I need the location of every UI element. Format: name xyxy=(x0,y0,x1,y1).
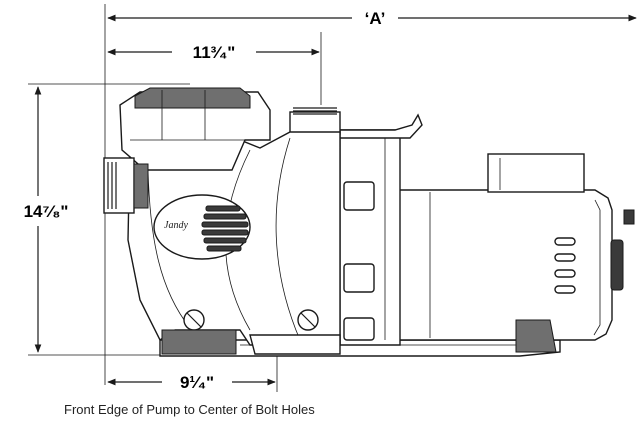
center-dimension-label: 11³⁄₄" xyxy=(193,43,236,62)
motor-shaft-end xyxy=(610,239,624,291)
discharge-port xyxy=(289,111,341,135)
bolt-dimension-label: 9¹⁄₄" xyxy=(180,373,214,392)
drain-plug-1 xyxy=(183,309,205,331)
logo-grille xyxy=(201,205,249,252)
motor-foot xyxy=(515,319,557,353)
suction-collar xyxy=(133,163,149,209)
drain-plug-2 xyxy=(297,309,319,331)
motor-terminal xyxy=(623,209,635,225)
lid-top-handle xyxy=(134,87,251,109)
pump-drawing: Jandy xyxy=(103,87,635,357)
overall-dimension-label: ‘A’ xyxy=(365,9,386,28)
motor-body xyxy=(394,189,613,341)
logo-text: Jandy xyxy=(164,220,188,231)
motor-capacitor-box xyxy=(487,153,585,193)
seal-plate-flange xyxy=(339,129,401,346)
housing-contour-2 xyxy=(275,137,301,341)
discharge-hook xyxy=(339,113,423,139)
flange-bolts xyxy=(343,181,375,341)
suction-threads xyxy=(107,162,117,209)
front-foot xyxy=(161,329,237,355)
dimension-lines xyxy=(28,4,637,392)
housing-contour-3 xyxy=(147,169,191,329)
suction-inlet xyxy=(103,157,135,214)
motor-end-cap xyxy=(593,199,601,336)
caption-text: Front Edge of Pump to Center of Bolt Hol… xyxy=(64,402,315,417)
height-dimension-label: 14⁷⁄₈" xyxy=(24,202,69,221)
mid-foot xyxy=(249,334,341,355)
motor-vents xyxy=(554,237,576,294)
discharge-threads xyxy=(293,107,337,115)
